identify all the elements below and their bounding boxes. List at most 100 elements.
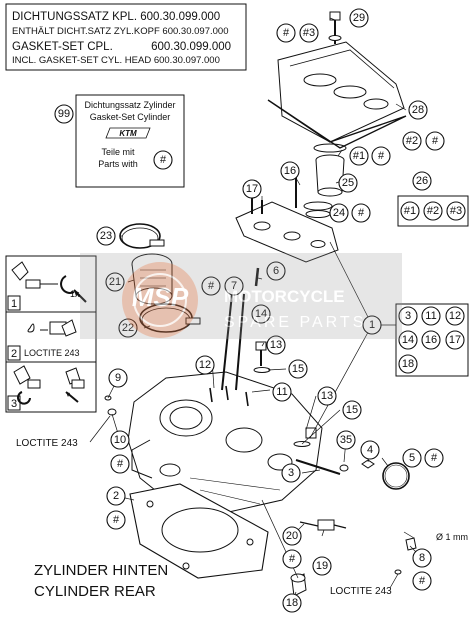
- group-item-14[interactable]: 14: [398, 330, 418, 350]
- callout-35[interactable]: 35: [336, 430, 356, 450]
- bolt-part: [253, 341, 271, 373]
- callout-24[interactable]: 24: [329, 203, 349, 223]
- kit-box-title-en: Gasket-Set Cylinder: [90, 112, 171, 122]
- callout-hash-9[interactable]: #: [282, 549, 302, 569]
- plug-shaft-sleeve-part: [303, 143, 347, 218]
- group-item-12[interactable]: 12: [445, 306, 465, 326]
- callout-hash-7[interactable]: #: [424, 448, 444, 468]
- svg-text:14: 14: [255, 308, 267, 320]
- gasket-box-line2: ENTHÄLT DICHT.SATZ ZYL.KOPF 600.30.097.0…: [12, 26, 228, 37]
- callout-23[interactable]: 23: [96, 226, 116, 246]
- callout-8[interactable]: 8: [412, 548, 432, 568]
- callout-hash-2[interactable]: #: [425, 131, 445, 151]
- watermark: MSP MOTORCYCLE SPARE PARTS: [80, 253, 402, 339]
- callout-15b[interactable]: 15: [342, 400, 362, 420]
- svg-text:12: 12: [449, 310, 461, 322]
- callout-hash-3b[interactable]: #3: [446, 201, 466, 221]
- svg-text:#: #: [208, 280, 215, 292]
- svg-text:#: #: [432, 135, 439, 147]
- svg-text:21: 21: [109, 276, 121, 288]
- callout-29[interactable]: 29: [349, 8, 369, 28]
- manifold-clamp-part: [139, 303, 201, 333]
- callout-hash-8[interactable]: #: [106, 510, 126, 530]
- svg-text:18: 18: [402, 358, 414, 370]
- callout-hash-5[interactable]: #: [201, 276, 221, 296]
- callout-14[interactable]: 14: [251, 304, 271, 324]
- cylinder-head-part: [127, 371, 323, 515]
- callout-hash-2b[interactable]: #2: [423, 201, 443, 221]
- callout-3[interactable]: 3: [281, 463, 301, 483]
- callout-hash-3a[interactable]: #3: [299, 23, 319, 43]
- svg-text:17: 17: [246, 183, 258, 195]
- callout-13a[interactable]: 13: [266, 335, 286, 355]
- callout-11[interactable]: 11: [272, 382, 292, 402]
- callout-18[interactable]: 18: [282, 593, 302, 613]
- callout-4[interactable]: 4: [360, 440, 380, 460]
- callout-28[interactable]: 28: [408, 100, 428, 120]
- callout-hash-1b[interactable]: #1: [400, 201, 420, 221]
- callout-12[interactable]: 12: [195, 355, 215, 375]
- callout-hash-3[interactable]: #: [371, 146, 391, 166]
- callout-hash-1[interactable]: #: [276, 23, 296, 43]
- svg-text:5: 5: [409, 452, 415, 464]
- callout-99[interactable]: 99: [54, 104, 74, 124]
- group-item-3[interactable]: 3: [398, 306, 418, 326]
- group-item-16[interactable]: 16: [421, 330, 441, 350]
- callout-17[interactable]: 17: [242, 179, 262, 199]
- svg-text:11: 11: [276, 386, 287, 398]
- svg-text:11: 11: [425, 310, 436, 322]
- callout-7[interactable]: 7: [224, 276, 244, 296]
- svg-text:13: 13: [321, 390, 333, 402]
- callout-5[interactable]: 5: [402, 448, 422, 468]
- callout-hash-10[interactable]: #: [412, 571, 432, 591]
- svg-text:6: 6: [273, 265, 279, 277]
- svg-text:4: 4: [367, 444, 373, 456]
- group-item-11[interactable]: 11: [421, 306, 441, 326]
- callout-15a[interactable]: 15: [288, 359, 308, 379]
- callout-10[interactable]: 10: [110, 430, 130, 450]
- callout-16[interactable]: 16: [280, 161, 300, 181]
- svg-text:28: 28: [412, 104, 424, 116]
- installation-detail-panel: 1 2 3 1x LOCTITE 243: [5, 255, 97, 413]
- svg-text:#2: #2: [406, 135, 418, 147]
- svg-text:10: 10: [114, 434, 126, 446]
- svg-text:#: #: [289, 553, 296, 565]
- svg-text:#: #: [160, 154, 167, 166]
- callout-13b[interactable]: 13: [317, 386, 337, 406]
- svg-text:18: 18: [286, 597, 298, 609]
- gasket-box-line1: DICHTUNGSSATZ KPL. 600.30.099.000: [12, 11, 220, 23]
- callout-2[interactable]: 2: [106, 486, 126, 506]
- svg-text:17: 17: [449, 334, 461, 346]
- kit-box-note-en: Parts with: [98, 159, 138, 169]
- svg-text:#: #: [431, 452, 438, 464]
- group-item-17[interactable]: 17: [445, 330, 465, 350]
- plug-part: [290, 573, 307, 597]
- callout-hash-6[interactable]: #: [110, 454, 130, 474]
- callout-20[interactable]: 20: [282, 526, 302, 546]
- callout-hash-4[interactable]: #: [351, 203, 371, 223]
- o-ring-part: [382, 462, 410, 490]
- svg-text:3: 3: [288, 467, 294, 479]
- svg-text:#2: #2: [427, 205, 439, 217]
- callout-6[interactable]: 6: [266, 261, 286, 281]
- callout-21[interactable]: 21: [105, 272, 125, 292]
- dimension-label: Ø 1 mm: [436, 532, 468, 542]
- callout-19[interactable]: 19: [312, 556, 332, 576]
- svg-text:#3: #3: [450, 205, 462, 217]
- svg-text:35: 35: [340, 434, 352, 446]
- callout-hash-2a[interactable]: #2: [402, 131, 422, 151]
- callout-9[interactable]: 9: [108, 368, 128, 388]
- callout-hash-1a[interactable]: #1: [349, 146, 369, 166]
- caption-english: CYLINDER REAR: [34, 583, 156, 600]
- callout-22[interactable]: 22: [118, 318, 138, 338]
- callout-26[interactable]: 26: [412, 171, 432, 191]
- svg-text:25: 25: [342, 177, 354, 189]
- panel-step-2: 2: [11, 348, 17, 360]
- callout-kit-hash[interactable]: #: [153, 150, 173, 170]
- svg-text:15: 15: [292, 363, 304, 375]
- callout-25[interactable]: 25: [338, 173, 358, 193]
- group-item-18[interactable]: 18: [398, 354, 418, 374]
- svg-text:#1: #1: [353, 150, 365, 162]
- callout-1[interactable]: 1: [362, 315, 382, 335]
